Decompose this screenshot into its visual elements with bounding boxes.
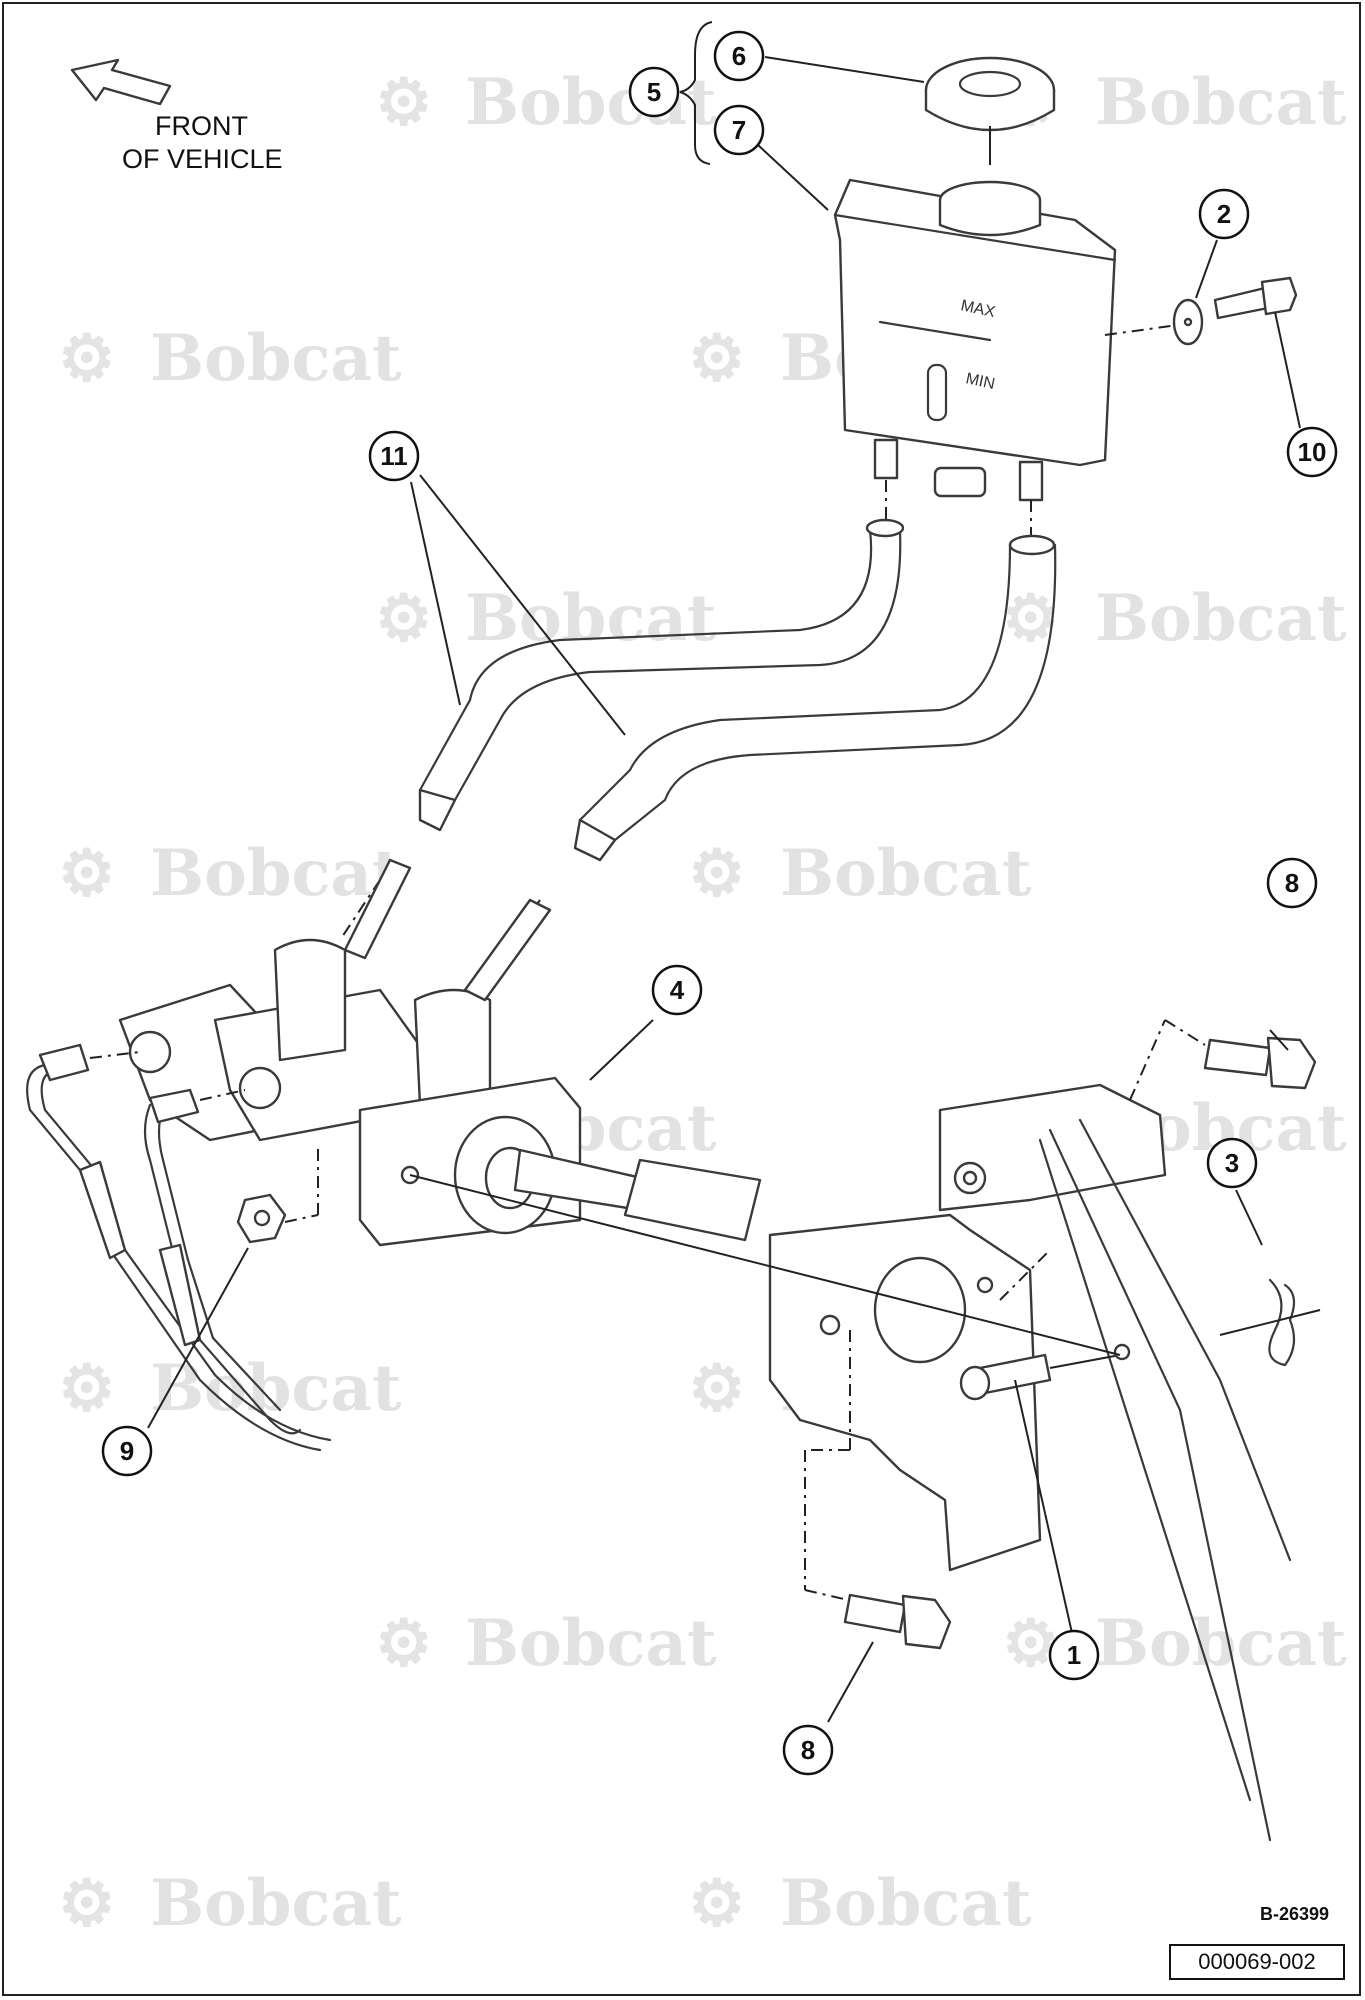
front-arrow-icon — [70, 58, 172, 106]
svg-text:Bobcat: Bobcat — [465, 581, 717, 656]
brake-lines — [26, 1043, 332, 1452]
bolt-alignment-line — [999, 1249, 1051, 1301]
svg-text:⚙: ⚙ — [1002, 581, 1059, 656]
svg-text:Bobcat: Bobcat — [1095, 581, 1347, 656]
figure-reference: B-26399 — [1259, 1904, 1329, 1924]
assembly-axis-line — [409, 1174, 1121, 1356]
svg-text:7: 7 — [732, 115, 746, 145]
svg-text:Bobcat: Bobcat — [465, 1606, 717, 1681]
svg-text:2: 2 — [1217, 199, 1231, 229]
callout-11: 11 — [368, 430, 420, 482]
svg-text:5: 5 — [647, 77, 661, 107]
callout-9: 9 — [101, 1425, 153, 1477]
svg-text:⚙: ⚙ — [375, 1606, 432, 1681]
mounting-nut — [236, 1145, 319, 1244]
callout-7: 7 — [713, 104, 765, 156]
svg-text:⚙: ⚙ — [688, 321, 745, 396]
pedal-bracket — [768, 1083, 1292, 1842]
mounting-bolt — [1213, 276, 1298, 320]
bracket-bolt-lower — [804, 1325, 952, 1650]
svg-text:Bobcat: Bobcat — [150, 321, 402, 396]
bracket-bolt-upper — [1129, 1019, 1317, 1101]
watermark-bobcat: Bobcat ⚙ — [58, 836, 402, 911]
svg-text:9: 9 — [120, 1436, 134, 1466]
svg-text:⚙: ⚙ — [688, 836, 745, 911]
svg-text:⚙: ⚙ — [58, 321, 115, 396]
watermark-bobcat: Bobcat ⚙ — [58, 1351, 402, 1426]
callout-4: 4 — [651, 964, 703, 1016]
callout-8-lower: 8 — [782, 1724, 834, 1776]
svg-text:1: 1 — [1067, 1640, 1081, 1670]
watermark-bobcat: Bobcat ⚙ — [1002, 581, 1347, 656]
svg-text:⚙: ⚙ — [58, 1866, 115, 1941]
watermark-bobcat: Bobcat ⚙ — [375, 65, 717, 140]
callout-1: 1 — [1048, 1629, 1100, 1681]
svg-text:3: 3 — [1225, 1148, 1239, 1178]
svg-text:⚙: ⚙ — [1002, 1606, 1059, 1681]
watermark-bobcat: Bobcat ⚙ — [688, 1866, 1032, 1941]
reservoir: MAX MIN — [833, 178, 1179, 540]
watermark-bobcat: Bobcat ⚙ — [58, 1866, 402, 1941]
svg-text:Bobcat: Bobcat — [780, 836, 1032, 911]
svg-text:⚙: ⚙ — [375, 581, 432, 656]
svg-text:Bobcat: Bobcat — [465, 65, 717, 140]
reservoir-min-mark: MIN — [964, 370, 996, 393]
svg-text:Bobcat: Bobcat — [1095, 65, 1347, 140]
reservoir-max-mark: MAX — [959, 297, 997, 321]
callout-3: 3 — [1206, 1137, 1258, 1189]
svg-text:⚙: ⚙ — [688, 1866, 745, 1941]
watermark-bobcat: Bobcat ⚙ — [58, 321, 402, 396]
callout-6: 6 — [713, 30, 765, 82]
watermark-layer: Bobcat⚙ Bobcat⚙ Bobcat⚙ Bobcat⚙ Bobcat⚙ … — [58, 65, 1347, 1941]
leader-lines — [147, 56, 1301, 1723]
watermark-bobcat: Bobcat ⚙ — [375, 1606, 717, 1681]
svg-text:6: 6 — [732, 41, 746, 71]
pivot-pin — [959, 1343, 1131, 1401]
svg-text:Bobcat: Bobcat — [780, 1866, 1032, 1941]
watermark-bobcat: Bobcat ⚙ — [375, 581, 717, 656]
svg-text:Bobcat: Bobcat — [150, 1866, 402, 1941]
document-code: 000069-002 — [1169, 1944, 1345, 1980]
svg-text:Bobcat: Bobcat — [150, 1351, 402, 1426]
front-label-line1: FRONT — [155, 111, 248, 141]
front-label-line2: OF VEHICLE — [122, 144, 283, 174]
svg-text:4: 4 — [670, 975, 685, 1005]
reservoir-cap — [924, 56, 1056, 165]
cotter-pin — [1219, 1278, 1321, 1367]
group-brace — [679, 21, 713, 165]
front-of-vehicle-indicator: FRONT OF VEHICLE — [70, 58, 283, 174]
callout-8-upper: 8 — [1266, 857, 1318, 909]
svg-text:8: 8 — [1285, 868, 1299, 898]
callout-2: 2 — [1198, 188, 1250, 240]
callout-5: 5 — [628, 66, 680, 118]
svg-text:⚙: ⚙ — [688, 1351, 745, 1426]
svg-text:8: 8 — [801, 1735, 815, 1765]
svg-text:11: 11 — [380, 441, 408, 471]
svg-text:⚙: ⚙ — [375, 65, 432, 140]
watermark-bobcat: Bobcat ⚙ — [1002, 1606, 1347, 1681]
callout-10: 10 — [1286, 426, 1338, 478]
master-cylinder — [118, 858, 762, 1247]
svg-text:⚙: ⚙ — [58, 836, 115, 911]
mounting-washer — [1172, 298, 1204, 346]
svg-text:Bobcat: Bobcat — [1095, 1606, 1347, 1681]
reservoir-hoses — [418, 518, 1057, 862]
watermark-bobcat: Bobcat ⚙ — [688, 836, 1032, 911]
svg-text:⚙: ⚙ — [58, 1351, 115, 1426]
svg-text:Bobcat: Bobcat — [150, 836, 402, 911]
svg-text:10: 10 — [1298, 437, 1327, 467]
